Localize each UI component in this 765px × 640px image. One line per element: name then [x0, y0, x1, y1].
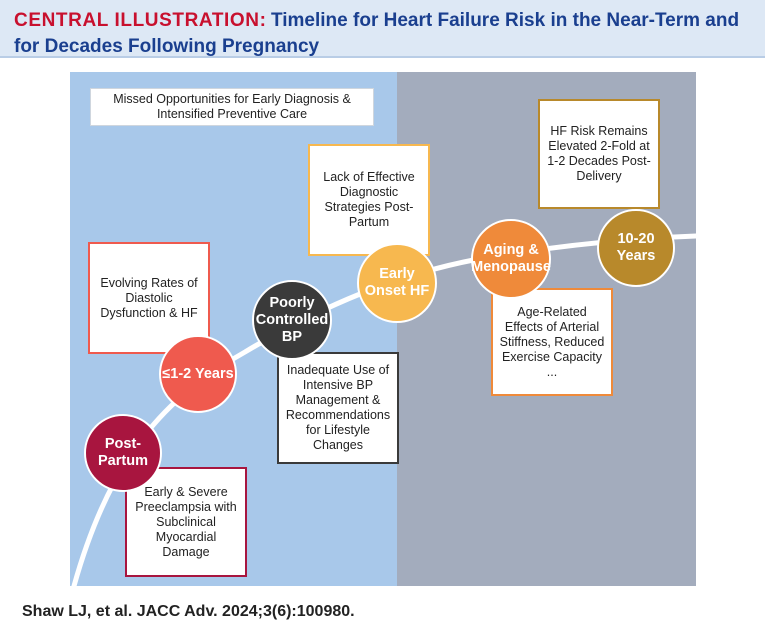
header-banner: CENTRAL ILLUSTRATION: Timeline for Heart…	[0, 0, 765, 58]
stage-poorly-controlled-bp: Poorly Controlled BP	[252, 280, 332, 360]
stage-early-onset-hf: Early Onset HF	[357, 243, 437, 323]
bp-management-note: Inadequate Use of Intensive BP Managemen…	[277, 352, 399, 464]
stage-10-20-years: 10-20 Years	[597, 209, 675, 287]
diagnostic-strategies-note: Lack of Effective Diagnostic Strategies …	[308, 144, 430, 256]
hf-risk-note: HF Risk Remains Elevated 2-Fold at 1-2 D…	[538, 99, 660, 209]
preeclampsia-note: Early & Severe Preeclampsia with Subclin…	[125, 467, 247, 577]
missed-opportunities-box: Missed Opportunities for Early Diagnosis…	[90, 88, 374, 126]
stage-aging-menopause: Aging & Menopause	[471, 219, 551, 299]
arterial-stiffness-note: Age-Related Effects of Arterial Stiffnes…	[491, 288, 613, 396]
timeline-panel: Missed Opportunities for Early Diagnosis…	[70, 72, 696, 586]
stage-1-2-years: ≤1-2 Years	[159, 335, 237, 413]
illustration-title: Timeline for Heart Failure Risk in the N…	[14, 10, 740, 57]
stage-post-partum: Post-Partum	[84, 414, 162, 492]
diastolic-dysfunction-note: Evolving Rates of Diastolic Dysfunction …	[88, 242, 210, 354]
citation: Shaw LJ, et al. JACC Adv. 2024;3(6):1009…	[22, 603, 355, 620]
illustration-label: CENTRAL ILLUSTRATION:	[14, 10, 267, 31]
